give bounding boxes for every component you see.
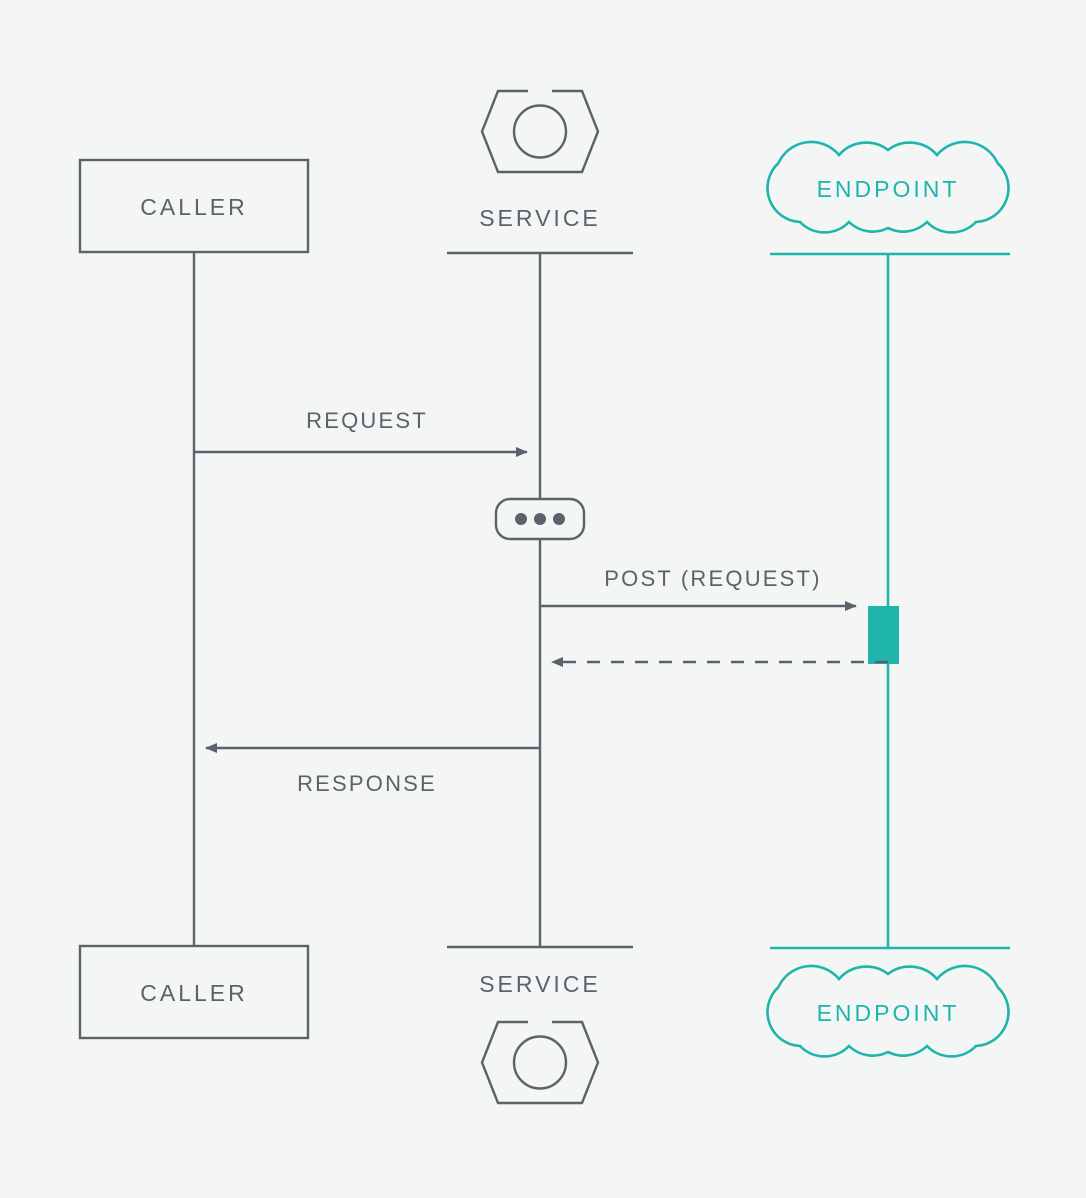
endpoint-cloud-icon — [766, 140, 1010, 234]
caller-footer-box — [78, 944, 310, 1040]
participant-footer-label-caller: CALLER — [140, 980, 248, 1006]
participant-label-endpoint: ENDPOINT — [816, 176, 960, 202]
participant-footer-label-service: SERVICE — [479, 971, 601, 997]
participant-footer-label-endpoint: ENDPOINT — [816, 1000, 960, 1026]
message-label-post-request: POST (REQUEST) — [604, 566, 822, 591]
message-label-request: REQUEST — [306, 408, 428, 433]
service-footer-hexagon-nut-icon — [480, 1020, 600, 1105]
service-hexagon-nut-icon — [480, 89, 600, 174]
ellipsis-box-icon — [494, 497, 586, 541]
message-label-response: RESPONSE — [297, 771, 437, 796]
participant-label-caller: CALLER — [140, 194, 248, 220]
endpoint-activation-bar — [868, 606, 899, 664]
endpoint-footer-cloud-icon — [766, 964, 1010, 1058]
participant-label-service: SERVICE — [479, 205, 601, 231]
